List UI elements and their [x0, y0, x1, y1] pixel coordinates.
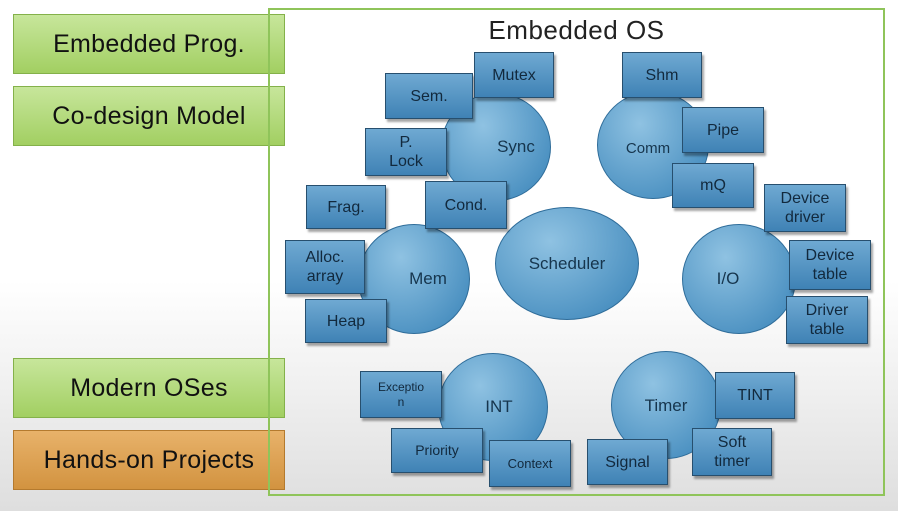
mem-label: Mem	[409, 269, 447, 288]
sidebar-item-codesign-model[interactable]: Co-design Model	[13, 86, 285, 146]
io-label: I/O	[716, 269, 740, 288]
sidebar-item-label: Hands-on Projects	[43, 445, 255, 474]
device-driver-box: Device driver	[764, 184, 846, 232]
cond-box: Cond.	[425, 181, 507, 229]
frag-label: Frag.	[327, 198, 365, 216]
driver-table-box: Driver table	[786, 296, 868, 344]
exception-box: Exceptio n	[360, 371, 442, 418]
priority-box: Priority	[391, 428, 483, 473]
device-driver-label: Device driver	[780, 190, 830, 226]
mutex-box: Mutex	[474, 52, 554, 98]
cond-label: Cond.	[444, 196, 488, 214]
mq-label: mQ	[700, 177, 726, 194]
device-table-box: Device table	[789, 240, 871, 290]
sidebar-item-label: Modern OSes	[70, 373, 228, 402]
sidebar-item-embedded-prog[interactable]: Embedded Prog.	[13, 14, 285, 74]
diagram-frame	[268, 8, 885, 496]
signal-box: Signal	[587, 439, 668, 485]
device-table-label: Device table	[805, 247, 855, 283]
heap-box: Heap	[305, 299, 387, 343]
sync-label: Sync	[497, 137, 535, 156]
sidebar-item-hands-on-projects[interactable]: Hands-on Projects	[13, 430, 285, 490]
soft-timer-label: Soft timer	[714, 434, 750, 470]
timer-label: Timer	[644, 396, 688, 415]
diagram-title: Embedded OS	[488, 15, 665, 45]
scheduler-label: Scheduler	[528, 253, 606, 273]
sidebar-item-label: Co-design Model	[52, 101, 246, 130]
frag-box: Frag.	[306, 185, 386, 229]
sem-label: Sem.	[410, 87, 448, 105]
heap-label: Heap	[326, 312, 366, 330]
scheduler-circle: Scheduler	[495, 207, 639, 320]
mutex-label: Mutex	[492, 66, 536, 84]
sem-box: Sem.	[385, 73, 473, 119]
p-lock-box: P. Lock	[365, 128, 447, 176]
alloc-array-box: Alloc. array	[285, 240, 365, 294]
pipe-box: Pipe	[682, 107, 764, 153]
tint-box: TINT	[715, 372, 795, 419]
shm-box: Shm	[622, 52, 702, 98]
sidebar-item-modern-oses[interactable]: Modern OSes	[13, 358, 285, 418]
comm-label: Comm	[625, 139, 671, 157]
alloc-array-label: Alloc. array	[305, 249, 345, 285]
pipe-label: Pipe	[706, 121, 740, 139]
soft-timer-box: Soft timer	[692, 428, 772, 476]
io-circle: I/O	[682, 224, 796, 334]
p-lock-label: P. Lock	[389, 134, 423, 170]
driver-table-label: Driver table	[805, 302, 849, 338]
context-label: Context	[507, 456, 553, 471]
signal-label: Signal	[605, 453, 650, 471]
mq-box: mQ	[672, 163, 754, 208]
int-label: INT	[485, 397, 513, 416]
tint-label: TINT	[737, 387, 773, 404]
shm-label: Shm	[645, 66, 679, 84]
context-box: Context	[489, 440, 571, 487]
priority-label: Priority	[415, 442, 459, 458]
sidebar-item-label: Embedded Prog.	[53, 29, 245, 58]
exception-label: Exceptio n	[377, 379, 425, 409]
